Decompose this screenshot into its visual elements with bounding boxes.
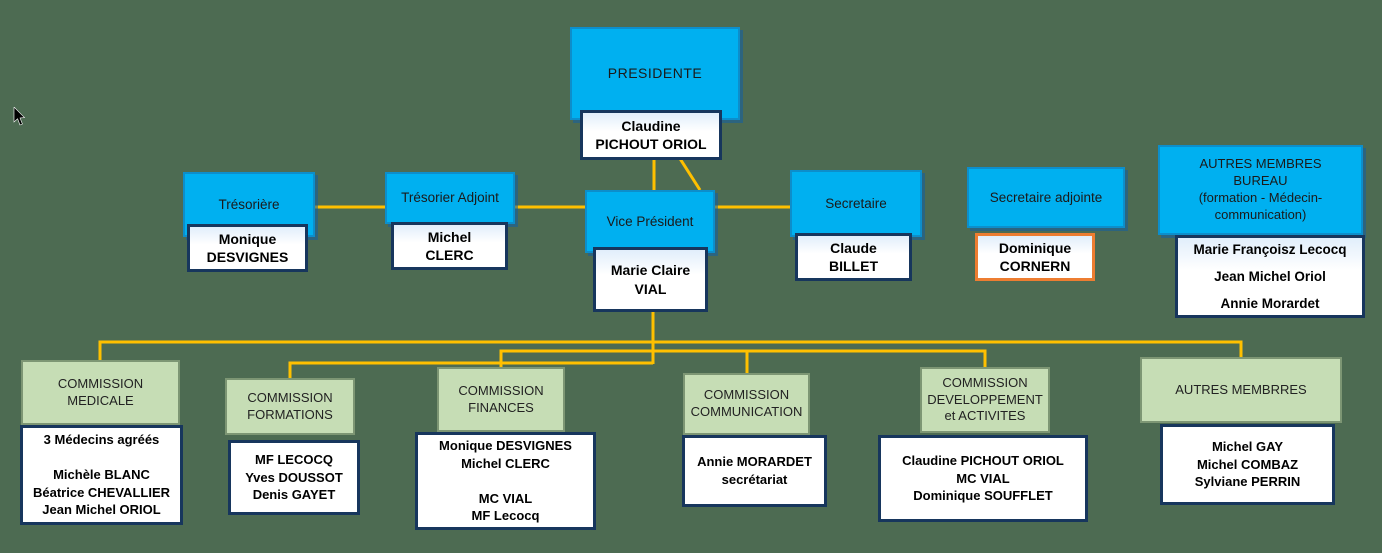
name-box-presidente: Claudine PICHOUT ORIOL	[580, 110, 722, 160]
commission-box-communication: COMMISSION COMMUNICATION	[683, 373, 810, 435]
commission-title-autres-membrres: AUTRES MEMBRRES	[1175, 381, 1307, 397]
members-list-autres-membrres: Michel GAY Michel COMBAZ Sylviane PERRIN	[1194, 439, 1301, 490]
name-box-secretaire-adjointe: Dominique CORNERN	[975, 233, 1095, 281]
commission-box-developpement: COMMISSION DEVELOPPEMENT et ACTIVITES	[920, 367, 1050, 433]
name-box-vice-president: Marie Claire VIAL	[593, 247, 708, 312]
name-label-presidente: Claudine PICHOUT ORIOL	[595, 117, 707, 152]
members-list-formations: MF LECOCQ Yves DOUSSOT Denis GAYET	[245, 452, 343, 503]
members-list-communication: Annie MORARDET secrétariat	[697, 454, 812, 487]
role-label-vice-president: Vice Président	[606, 213, 694, 229]
members-list-medicale: 3 Médecins agréés Michèle BLANC Béatrice…	[32, 432, 170, 518]
members-list-finances: Monique DESVIGNES Michel CLERC MC VIAL M…	[439, 438, 572, 524]
members-box-autres-membrres: Michel GAY Michel COMBAZ Sylviane PERRIN	[1160, 424, 1335, 505]
role-label-tresorier-adjoint: Trésorier Adjoint	[401, 190, 499, 206]
name-label-tresoriere: Monique DESVIGNES	[206, 230, 289, 265]
name-label-vice-president: Marie Claire VIAL	[610, 262, 691, 297]
role-box-vice-president: Vice Président	[585, 190, 715, 253]
commission-title-communication: COMMISSION COMMUNICATION	[690, 387, 803, 419]
commission-box-medicale: COMMISSION MEDICALE	[21, 360, 180, 425]
members-box-communication: Annie MORARDET secrétariat	[682, 435, 827, 507]
role-box-secretaire: Secretaire	[790, 170, 922, 237]
role-box-autres-membres-bureau: AUTRES MEMBRES BUREAU (formation - Médec…	[1158, 145, 1363, 235]
commission-title-medicale: COMMISSION MEDICALE	[57, 375, 144, 408]
name-label-tresorier-adjoint: Michel CLERC	[425, 228, 474, 263]
name-box-secretaire: Claude BILLET	[795, 233, 912, 281]
role-box-secretaire-adjointe: Secretaire adjointe	[967, 167, 1125, 228]
mouse-cursor-icon	[13, 107, 26, 126]
members-box-developpement: Claudine PICHOUT ORIOL MC VIAL Dominique…	[878, 435, 1088, 522]
members-box-formations: MF LECOCQ Yves DOUSSOT Denis GAYET	[228, 440, 360, 515]
role-box-presidente: PRESIDENTE	[570, 27, 740, 120]
commission-box-finances: COMMISSION FINANCES	[437, 367, 565, 432]
commission-box-autres-membrres: AUTRES MEMBRRES	[1140, 357, 1342, 423]
members-box-medicale: 3 Médecins agréés Michèle BLANC Béatrice…	[20, 425, 183, 525]
role-label-secretaire: Secretaire	[825, 195, 887, 211]
role-box-tresorier-adjoint: Trésorier Adjoint	[385, 172, 515, 224]
role-label-presidente: PRESIDENTE	[607, 65, 703, 82]
name-label-autres-membres-bureau: Marie Françoisz Lecocq Jean Michel Oriol…	[1193, 242, 1347, 311]
name-box-tresoriere: Monique DESVIGNES	[187, 224, 308, 272]
name-box-tresorier-adjoint: Michel CLERC	[391, 222, 508, 270]
name-label-secretaire-adjointe: Dominique CORNERN	[998, 239, 1072, 274]
role-label-autres-membres-bureau: AUTRES MEMBRES BUREAU (formation - Médec…	[1198, 156, 1323, 222]
name-label-secretaire: Claude BILLET	[829, 239, 878, 274]
commission-title-developpement: COMMISSION DEVELOPPEMENT et ACTIVITES	[927, 374, 1043, 424]
commission-box-formations: COMMISSION FORMATIONS	[225, 378, 355, 435]
name-box-autres-membres-bureau: Marie Françoisz Lecocq Jean Michel Oriol…	[1175, 235, 1365, 318]
role-label-secretaire-adjointe: Secretaire adjointe	[989, 189, 1103, 205]
members-box-finances: Monique DESVIGNES Michel CLERC MC VIAL M…	[415, 432, 596, 530]
commission-title-finances: COMMISSION FINANCES	[458, 382, 544, 415]
role-label-tresoriere: Trésorière	[218, 196, 280, 212]
commission-title-formations: COMMISSION FORMATIONS	[247, 389, 333, 422]
members-list-developpement: Claudine PICHOUT ORIOL MC VIAL Dominique…	[902, 453, 1064, 504]
